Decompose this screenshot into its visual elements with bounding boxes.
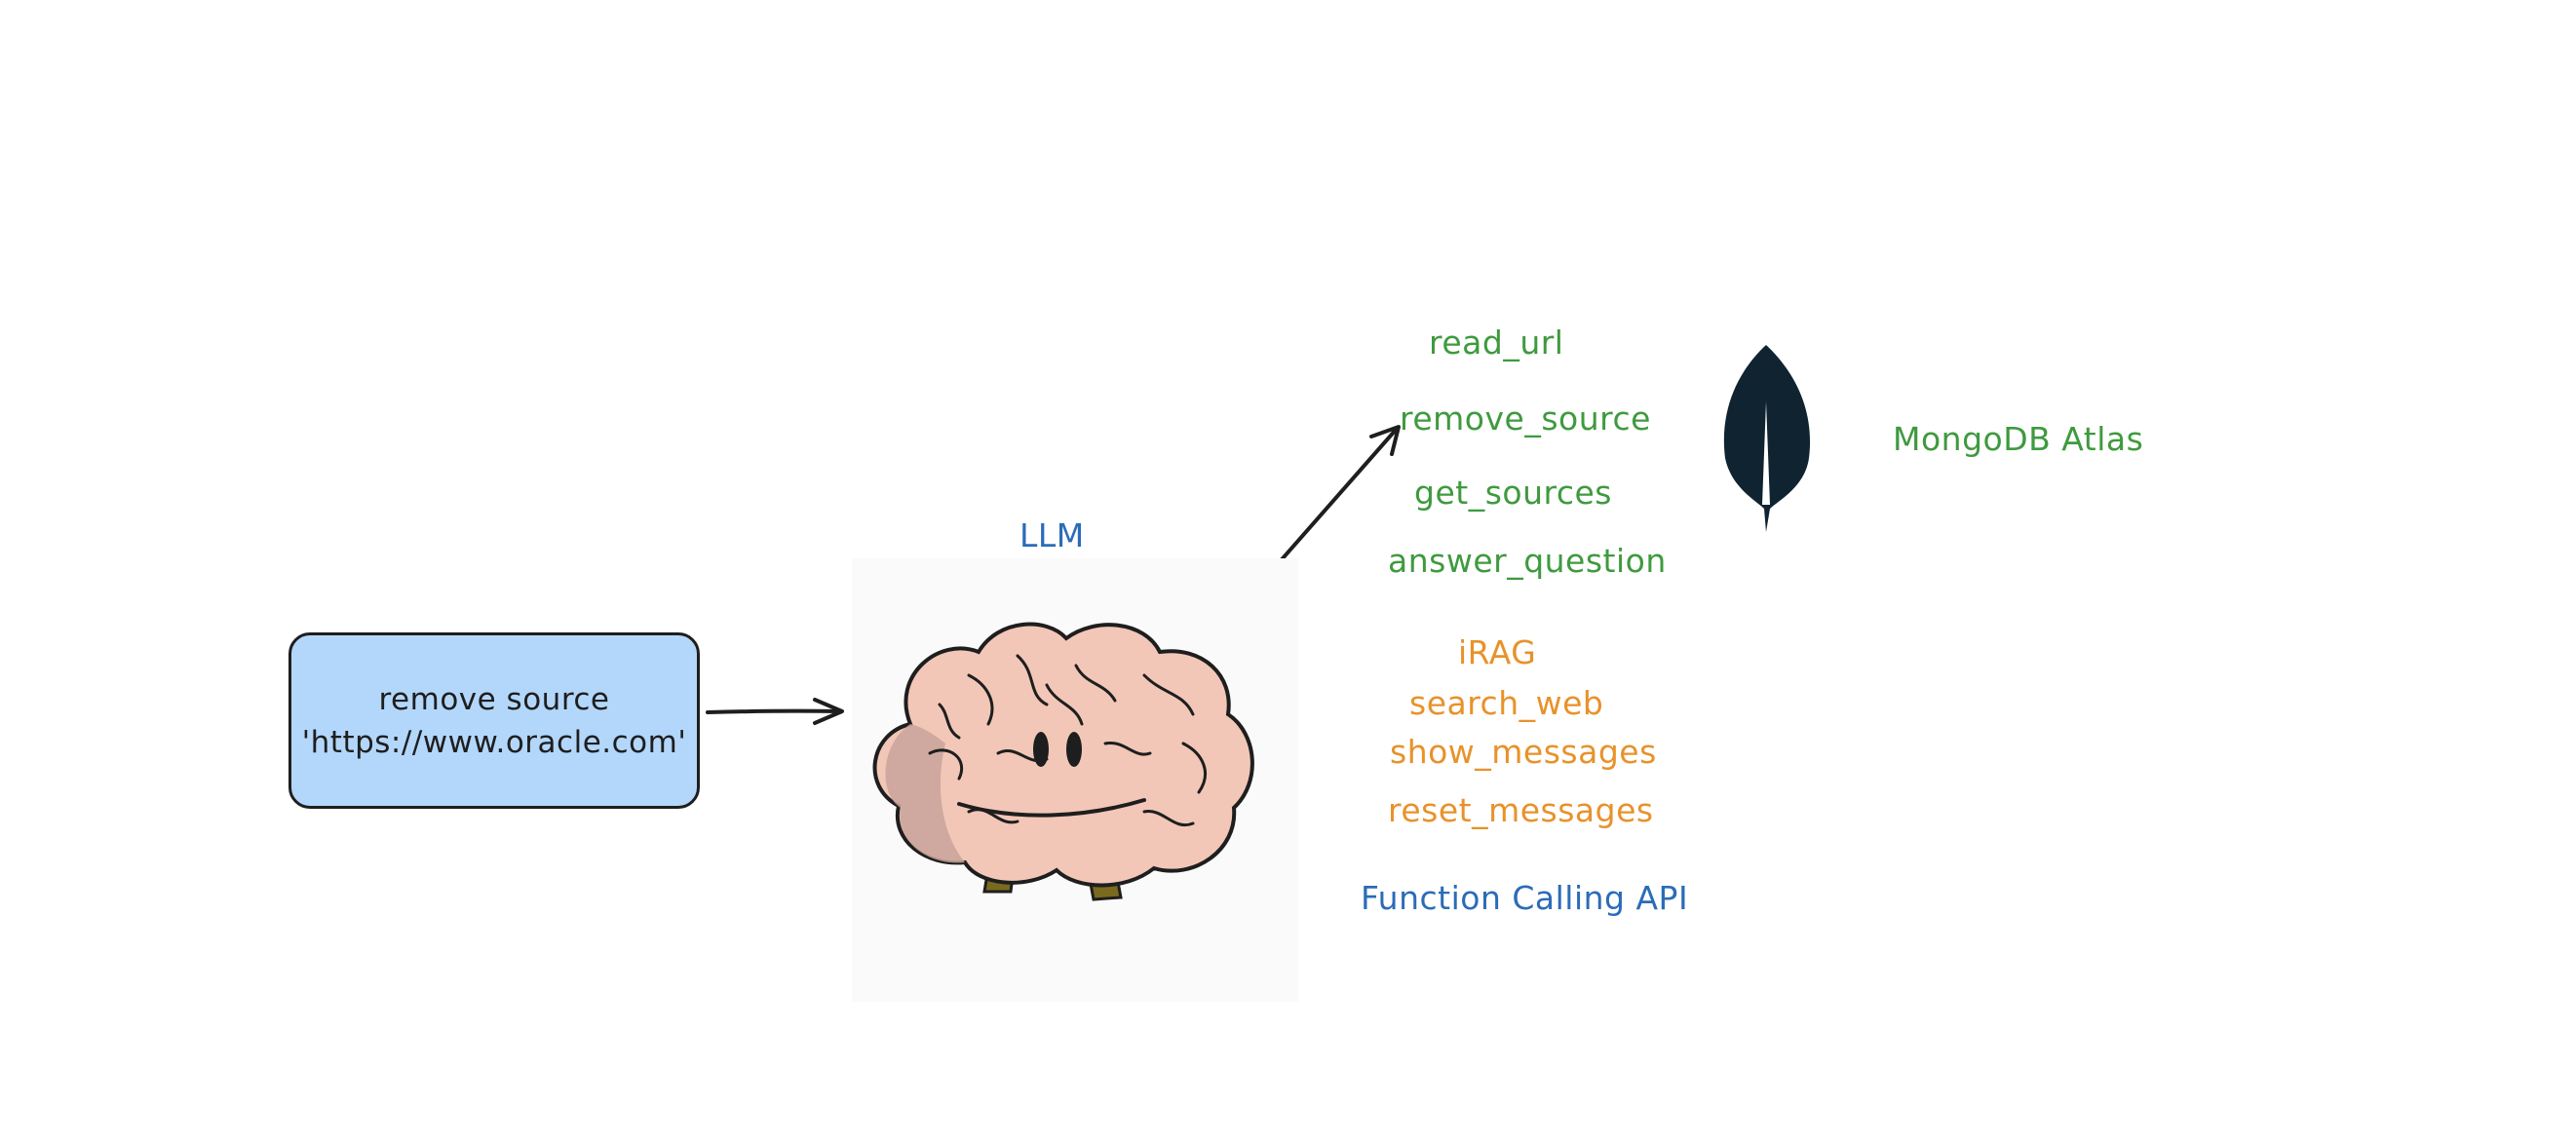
function-item-reset-messages: reset_messages [1388, 791, 1654, 829]
function-item-remove-source: remove_source [1400, 400, 1651, 438]
arrow-llm-to-functions-head [1369, 425, 1401, 456]
arrow-input-to-llm [706, 708, 842, 714]
arrow-input-to-llm-head [813, 698, 844, 725]
llm-label: LLM [1019, 516, 1085, 554]
mongodb-leaf-icon [1723, 345, 1811, 532]
function-calling-api-label: Function Calling API [1361, 879, 1689, 917]
function-item-get-sources: get_sources [1414, 474, 1612, 512]
input-prompt-line-2: 'https://www.oracle.com' [301, 724, 687, 760]
input-prompt-line-1: remove source [378, 681, 610, 717]
function-item-irag: iRAG [1458, 633, 1537, 671]
function-item-answer-question: answer_question [1388, 542, 1667, 580]
mongodb-atlas-label: MongoDB Atlas [1893, 420, 2144, 458]
function-item-search-web: search_web [1409, 684, 1604, 722]
brain-icon [872, 622, 1254, 901]
input-prompt-box: remove source 'https://www.oracle.com' [288, 632, 700, 809]
function-item-show-messages: show_messages [1390, 733, 1657, 771]
function-item-read-url: read_url [1429, 324, 1564, 362]
